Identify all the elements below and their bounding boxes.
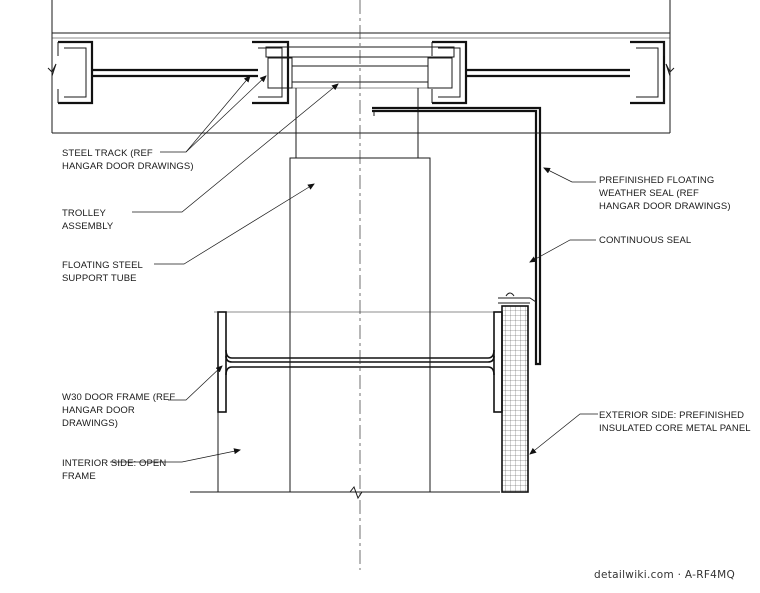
- svg-text:HANGAR DOOR DRAWINGS): HANGAR DOOR DRAWINGS): [599, 201, 731, 212]
- svg-text:FRAME: FRAME: [62, 471, 96, 482]
- svg-text:W30 DOOR FRAME (REF: W30 DOOR FRAME (REF: [62, 392, 175, 403]
- svg-text:PREFINISHED FLOATING: PREFINISHED FLOATING: [599, 175, 714, 186]
- svg-text:INTERIOR SIDE: OPEN: INTERIOR SIDE: OPEN: [62, 458, 166, 469]
- label-interior-side: INTERIOR SIDE: OPEN FRAME: [62, 458, 166, 482]
- label-weather-seal: PREFINISHED FLOATING WEATHER SEAL (REF H…: [599, 175, 731, 212]
- overhead-structure: [47, 0, 675, 134]
- label-continuous-seal: CONTINUOUS SEAL: [599, 235, 691, 246]
- svg-text:ASSEMBLY: ASSEMBLY: [62, 221, 114, 232]
- insulated-metal-panel: [501, 305, 529, 493]
- svg-text:INSULATED CORE METAL PANEL: INSULATED CORE METAL PANEL: [599, 423, 751, 434]
- label-support-tube: FLOATING STEEL SUPPORT TUBE: [62, 260, 143, 284]
- weather-seal: [372, 106, 542, 366]
- continuous-seal: [498, 292, 537, 304]
- svg-text:FLOATING STEEL: FLOATING STEEL: [62, 260, 143, 271]
- lower-frame-outline: [190, 311, 502, 500]
- watermark-text: detailwiki.com · A-RF4MQ: [594, 569, 735, 581]
- svg-text:TROLLEY: TROLLEY: [62, 208, 107, 219]
- svg-text:SUPPORT TUBE: SUPPORT TUBE: [62, 273, 137, 284]
- label-exterior-side: EXTERIOR SIDE: PREFINISHED INSULATED COR…: [599, 410, 751, 434]
- label-door-frame: W30 DOOR FRAME (REF HANGAR DOOR DRAWINGS…: [62, 392, 175, 429]
- svg-text:DRAWINGS): DRAWINGS): [62, 418, 118, 429]
- svg-text:HANGAR DOOR: HANGAR DOOR: [62, 405, 135, 416]
- svg-text:HANGAR DOOR DRAWINGS): HANGAR DOOR DRAWINGS): [62, 161, 194, 172]
- svg-text:STEEL TRACK (REF: STEEL TRACK (REF: [62, 148, 153, 159]
- steel-track: [57, 40, 666, 105]
- leader-lines: [110, 75, 598, 463]
- svg-text:WEATHER SEAL (REF: WEATHER SEAL (REF: [599, 188, 699, 199]
- label-trolley-assembly: TROLLEY ASSEMBLY: [62, 208, 114, 232]
- svg-text:EXTERIOR SIDE: PREFINISHED: EXTERIOR SIDE: PREFINISHED: [599, 410, 744, 421]
- svg-text:CONTINUOUS SEAL: CONTINUOUS SEAL: [599, 235, 691, 246]
- label-steel-track: STEEL TRACK (REF HANGAR DOOR DRAWINGS): [62, 148, 194, 172]
